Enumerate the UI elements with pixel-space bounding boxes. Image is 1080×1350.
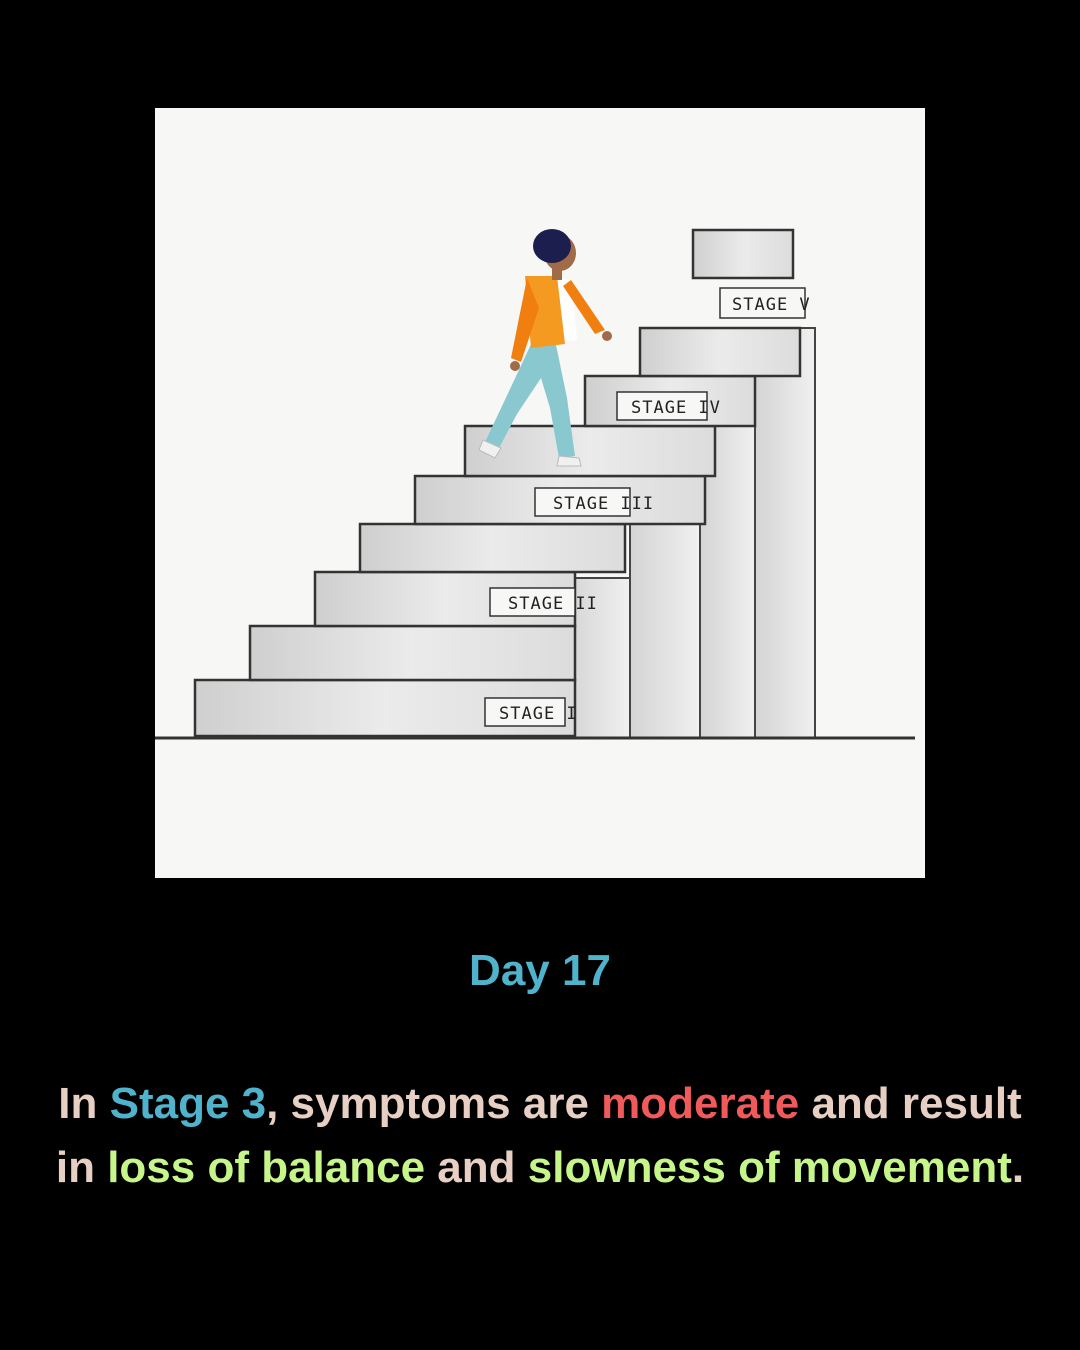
- caption-text: In: [58, 1079, 110, 1128]
- walking-person: [478, 229, 612, 467]
- caption: In Stage 3, symptoms are moderate and re…: [20, 1072, 1060, 1200]
- steps: [193, 228, 802, 738]
- stage-label-2: STAGE II: [508, 594, 598, 614]
- caption-highlight-balance: loss of balance: [107, 1143, 426, 1192]
- stage-label-3: STAGE III: [553, 494, 654, 514]
- staircase-illustration: STAGE I STAGE II STAGE III STAGE IV STAG…: [155, 108, 925, 878]
- caption-text: and: [425, 1143, 528, 1192]
- caption-text: .: [1011, 1143, 1025, 1192]
- staircase-drawing: STAGE I STAGE II STAGE III STAGE IV STAG…: [155, 228, 915, 740]
- stage-label-1: STAGE I: [499, 704, 578, 724]
- stage-labels: STAGE I STAGE II STAGE III STAGE IV STAG…: [484, 287, 811, 727]
- stage-label-4: STAGE IV: [631, 398, 721, 418]
- caption-text: and result: [799, 1079, 1022, 1128]
- caption-highlight-slowness: slowness of movement: [527, 1143, 1012, 1192]
- caption-line-2: in loss of balance and slowness of movem…: [20, 1136, 1060, 1200]
- caption-highlight-stage: Stage 3: [109, 1079, 267, 1128]
- stage-label-5: STAGE V: [732, 295, 811, 315]
- caption-text: in: [55, 1143, 108, 1192]
- day-title: Day 17: [469, 946, 611, 995]
- caption-line-1: In Stage 3, symptoms are moderate and re…: [20, 1072, 1060, 1136]
- pillar-stage-5: [754, 327, 816, 739]
- caption-text: , symptoms are: [266, 1079, 602, 1128]
- caption-highlight-moderate: moderate: [601, 1079, 800, 1128]
